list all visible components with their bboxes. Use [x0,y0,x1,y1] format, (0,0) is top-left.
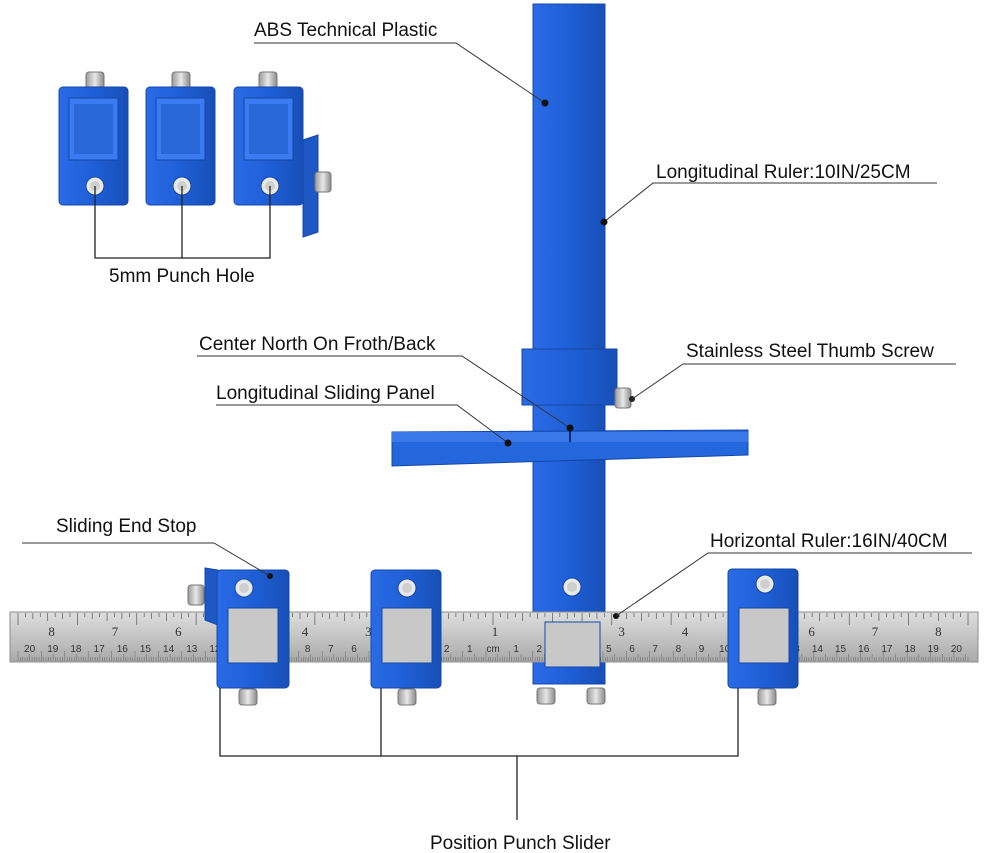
ruler-cm-label: 20 [24,644,36,655]
ruler-cm-label: cm [486,644,499,655]
ruler-cm-label: 6 [351,644,357,655]
ruler-cm-label: 14 [163,644,175,655]
ruler-cm-labels: 2019181716151413121110987654321cm1234567… [24,644,962,655]
ruler-inch-label: 3 [365,624,372,639]
ruler-inch-label: 4 [682,624,689,639]
ruler-inch-label: 4 [302,624,309,639]
ruler-cm-label: 16 [858,644,870,655]
longitudinal-ruler [521,3,618,685]
sliding-end-stop [187,567,290,706]
ruler-cm-label: 1 [513,644,519,655]
ruler-cm-label: 15 [140,644,152,655]
ruler-cm-label: 15 [835,644,847,655]
thumb-screw [614,387,635,409]
ruler-inch-label: 8 [935,624,942,639]
longitudinal-ruler-label: Longitudinal Ruler:10IN/25CM [656,162,911,183]
ruler-inch-label: 6 [175,624,182,639]
end-stop-label: Sliding End Stop [56,516,197,537]
ruler-cm-label: 19 [47,644,59,655]
center-north-label: Center North On Froth/Back [199,334,436,355]
ruler-cm-label: 19 [928,644,940,655]
abs-plastic-label: ABS Technical Plastic [254,20,437,41]
punch-block-2 [145,71,216,206]
ruler-cm-label: 8 [676,644,682,655]
ruler-cm-label: 9 [699,644,705,655]
ruler-cm-label: 13 [186,644,198,655]
sliding-panel-label: Longitudinal Sliding Panel [216,383,435,404]
ruler-cm-label: 6 [629,644,635,655]
steel-ruler: 876543in12345678 20191817161514131211109… [9,611,979,663]
ruler-cm-label: 7 [328,644,334,655]
ruler-cm-label: 18 [905,644,917,655]
punch-blocks-group: 5mm Punch Hole [58,71,332,287]
punch-block-3 [233,71,332,238]
ruler-inch-label: 8 [48,624,55,639]
thumb-screw-label: Stainless Steel Thumb Screw [686,341,934,362]
position-slider-label: Position Punch Slider [430,833,611,853]
ruler-cm-label: 16 [117,644,129,655]
punch-hole-bracket [94,186,271,259]
ruler-inch-label: 1 [492,624,499,639]
ruler-cm-label: 7 [652,644,658,655]
horizontal-ruler-label: Horizontal Ruler:16IN/40CM [710,531,948,552]
position-slider-4 [727,568,799,706]
ruler-cm-label: 5 [606,644,612,655]
punch-block-1 [58,71,129,206]
ruler-cm-label: 18 [70,644,82,655]
ruler-cm-label: 14 [812,644,824,655]
ruler-inch-label: 3 [618,624,625,639]
ruler-inch-label: 7 [872,624,879,639]
position-slider-center [536,577,619,705]
ruler-cm-label: 1 [467,644,473,655]
punch-hole-label: 5mm Punch Hole [109,266,255,287]
ruler-cm-label: 20 [951,644,963,655]
ruler-cm-label: 17 [94,644,106,655]
ruler-cm-label: 10 [719,644,731,655]
longitudinal-sliding-panel [391,426,749,467]
ruler-inch-label: 6 [808,624,815,639]
ruler-cm-label: 2 [444,644,450,655]
ruler-cm-label: 17 [881,644,893,655]
callouts [22,42,972,820]
ruler-cm-label: 12 [209,644,221,655]
ruler-inch-label: 7 [112,624,119,639]
ruler-cm-label: 2 [537,644,543,655]
ruler-cm-label: 8 [305,644,311,655]
position-slider-2 [370,569,442,706]
